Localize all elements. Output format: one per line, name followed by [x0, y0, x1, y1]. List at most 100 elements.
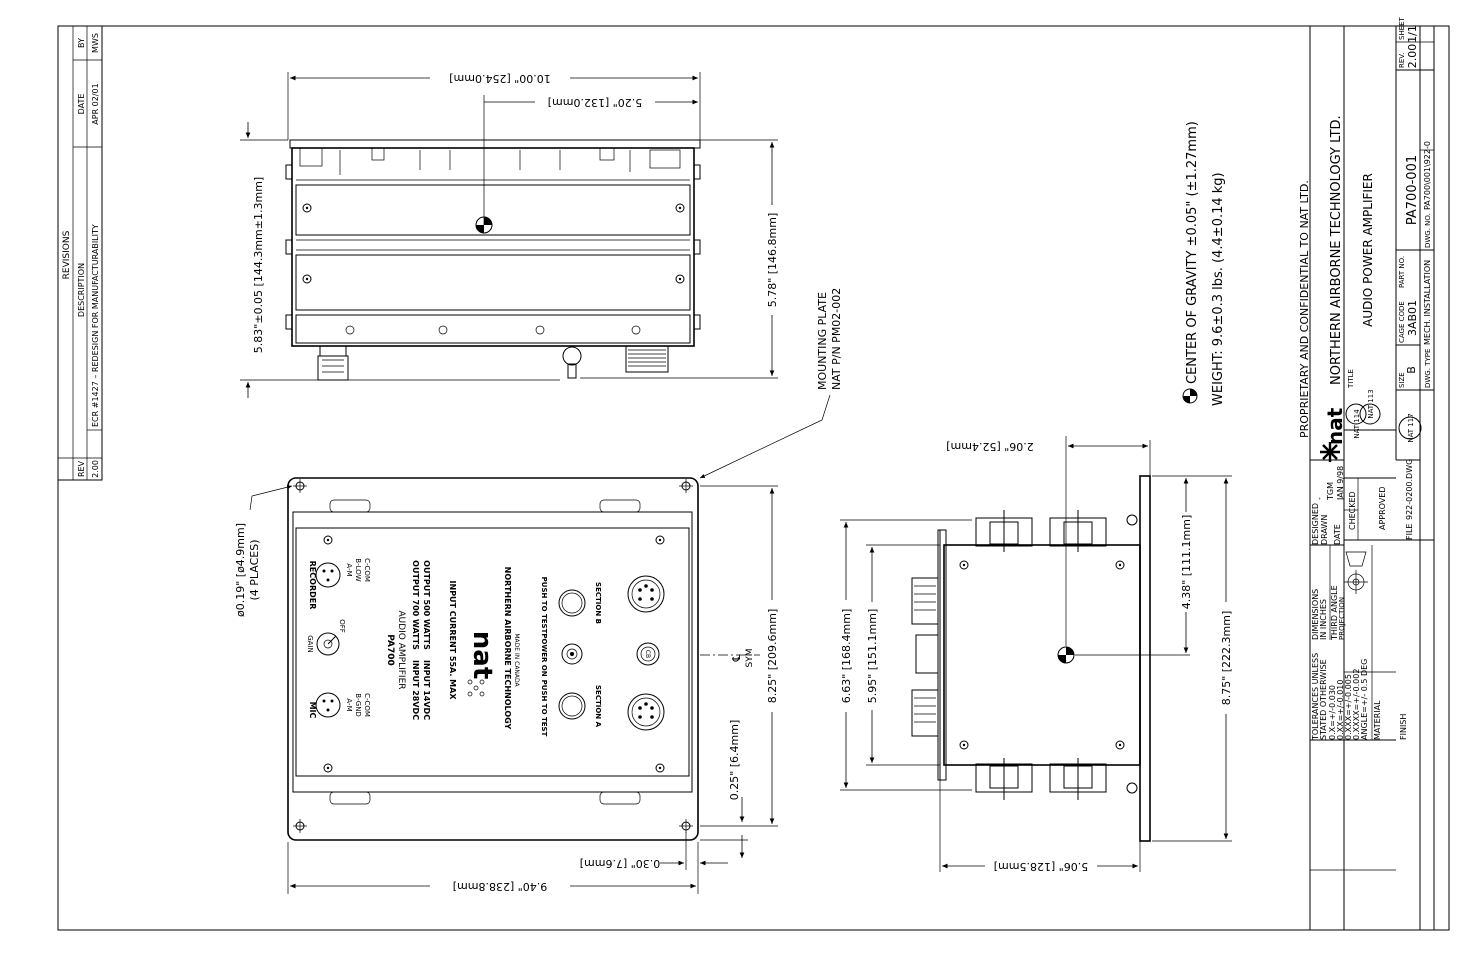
front-width-dim: 8.25" [209.6mm]	[766, 609, 779, 704]
tolerance-line-6: 0.XXXX=+/-0.002	[1352, 669, 1361, 740]
top-screws	[302, 203, 685, 335]
stamp-117: NAT 117	[1407, 413, 1415, 442]
heatsink-bottom	[975, 758, 1107, 800]
tolerance-line-4: 0.XX=+/-0.010	[1336, 680, 1345, 740]
size-value: B	[1405, 366, 1418, 374]
top-view: 10.00" [254.0mm] 5.20" [132.0mm] 5.83"±0…	[240, 70, 780, 398]
by-col-label: BY	[77, 38, 86, 48]
sheet-label: SHEET	[1398, 16, 1406, 40]
mic-spec-c: C-COM	[363, 693, 371, 717]
tolerance-line-3: 0.X=+/-0.030	[1328, 685, 1337, 740]
part-no-value: PA700-001	[1405, 155, 1420, 225]
recorder-spec-c: C-COM	[363, 558, 371, 582]
tolerance-line-2: STATED OTHERWISE	[1319, 659, 1328, 740]
model-label: PA700	[385, 634, 395, 666]
maker-label: NORTHERN AIRBORNE TECHNOLOGY	[503, 567, 512, 730]
mounting-plate-label: MOUNTING PLATE	[816, 292, 829, 390]
model-desc: AUDIO AMPLIFIER	[396, 610, 406, 689]
cg-symbol-side	[1057, 436, 1190, 664]
company-logo-mark	[1320, 442, 1340, 462]
side-bottom-dim: 5.06" [128.5mm]	[994, 860, 1089, 873]
date-value: JAN 9/98	[1336, 466, 1345, 501]
gain-knob	[316, 632, 340, 656]
mic-spec-a: A-M	[345, 698, 353, 711]
revision-rev: 2.00	[91, 460, 100, 478]
cage-code-value: 3AB01	[1406, 300, 1419, 336]
output-700-label: OUTPUT 700 WATTS	[411, 560, 420, 650]
push-test-b-button	[558, 589, 586, 617]
finish-label: FINISH	[1399, 714, 1408, 740]
made-in-label: MADE IN CANADA	[513, 633, 520, 687]
front-view: ø0.19" [ø4.9mm] (4 PLACES)	[234, 477, 780, 894]
power-on-label: POWER ON	[540, 633, 548, 676]
recorder-spec-a: A-M	[345, 563, 353, 576]
mic-spec-b: B-GND	[354, 693, 362, 717]
mic-jack	[315, 692, 341, 718]
company-logo: nat	[1323, 407, 1347, 445]
projection-label-1: THIRD ANGLE	[1330, 585, 1339, 641]
checked-label: CHECKED	[1348, 491, 1357, 530]
date-label: DATE	[1333, 524, 1342, 545]
cg-note: CENTER OF GRAVITY ±0.05" (±1.27mm)	[1185, 121, 1200, 384]
side-mid-dim: 4.38" [111.1mm]	[1180, 515, 1193, 610]
drawn-value: TGM	[1326, 482, 1335, 501]
push-test-a-label: PUSH TO TEST	[540, 680, 548, 737]
rev-col-label: REV	[77, 460, 86, 477]
title-label: TITLE	[1347, 369, 1355, 389]
section-a-connector	[627, 693, 665, 731]
approved-label: APPROVED	[1378, 486, 1387, 530]
front-length-dim: 9.40" [238.8mm]	[453, 880, 548, 893]
revision-by: MWS	[91, 33, 100, 53]
size-label: SIZE	[1398, 372, 1406, 388]
dimensions-label-1: DIMENSIONS	[1311, 589, 1320, 640]
dwg-no-value: PA700\001\922-0	[1423, 141, 1432, 210]
side-left-outer-dim: 6.63" [168.4mm]	[840, 609, 853, 704]
front-margin-dim: 0.30" [7.6mm]	[580, 857, 661, 870]
mic-label: MIC	[308, 702, 317, 719]
input-28-label: INPUT 28VDC	[411, 660, 420, 720]
input-current-label: INPUT CURRENT 55A. MAX	[448, 581, 457, 701]
power-toggle-switch	[561, 643, 583, 665]
dwg-no-label: DWG. NO.	[1424, 213, 1432, 248]
notes: CENTER OF GRAVITY ±0.05" (±1.27mm) WEIGH…	[1182, 121, 1311, 438]
dwg-type-value: MECH. INSTALLATION	[1423, 260, 1432, 345]
push-test-b-label: PUSH TO TEST	[540, 577, 548, 634]
title-block: TOLERANCES UNLESS STATED OTHERWISE 0.X=+…	[1309, 16, 1450, 931]
side-top-dim: 2.06" [52.4mm]	[946, 440, 1034, 453]
side-connectors	[911, 577, 939, 737]
top-length-dim: 10.00" [254.0mm]	[449, 72, 551, 85]
side-left-inner-dim: 5.95" [151.1mm]	[866, 609, 879, 704]
section-b-label: SECTION B	[594, 582, 602, 624]
section-b-connector	[627, 575, 665, 613]
cg-symbol-top	[475, 216, 493, 234]
drawing-title: AUDIO POWER AMPLIFIER	[1361, 173, 1375, 327]
top-cg-dim: 5.20" [132.0mm]	[548, 96, 643, 109]
dimensions-label-2: IN INCHES	[1319, 599, 1328, 640]
side-view: 2.06" [52.4mm] 8.75" [222.3mm] 4.38" [11…	[838, 436, 1234, 874]
output-500-label: OUTPUT 500 WATTS	[422, 560, 431, 650]
panel-logo-mark	[467, 679, 485, 697]
sym-mark: ℄	[730, 654, 743, 662]
projection-label-2: PROJECTION	[1338, 597, 1346, 640]
sheet-value: 1/1	[1406, 25, 1419, 43]
designed-label: DESIGNED	[1311, 503, 1320, 545]
recorder-spec-b: B-LOW	[354, 558, 362, 581]
rev-label: REV.	[1398, 53, 1406, 68]
top-overall-dim: 5.78" [146.8mm]	[766, 213, 779, 308]
top-height-dim: 5.83"±0.05 [144.3mm±1.3mm]	[252, 177, 265, 353]
rev-value: 2.00	[1406, 44, 1419, 69]
tolerance-line-5: 0.XXX=+/-0.005	[1344, 674, 1353, 740]
nat-stamps	[1345, 403, 1422, 440]
company-name: NORTHERN AIRBORNE TECHNOLOGY LTD.	[1329, 115, 1344, 385]
hole-count: (4 PLACES)	[248, 539, 261, 600]
gain-label: GAIN	[306, 635, 314, 653]
side-total-dim: 8.75" [222.3mm]	[1220, 611, 1233, 706]
push-test-a-button	[558, 692, 586, 720]
revision-date: APR 02/01	[91, 83, 100, 124]
panel-logo: nat	[467, 631, 497, 679]
cg-legend-symbol	[1182, 388, 1198, 404]
dwg-type-label: DWG. TYPE	[1424, 349, 1432, 388]
stamp-114: NAT 114	[1353, 409, 1361, 439]
mounting-plate-callout: MOUNTING PLATE NAT P/N PM02-002	[699, 288, 843, 479]
